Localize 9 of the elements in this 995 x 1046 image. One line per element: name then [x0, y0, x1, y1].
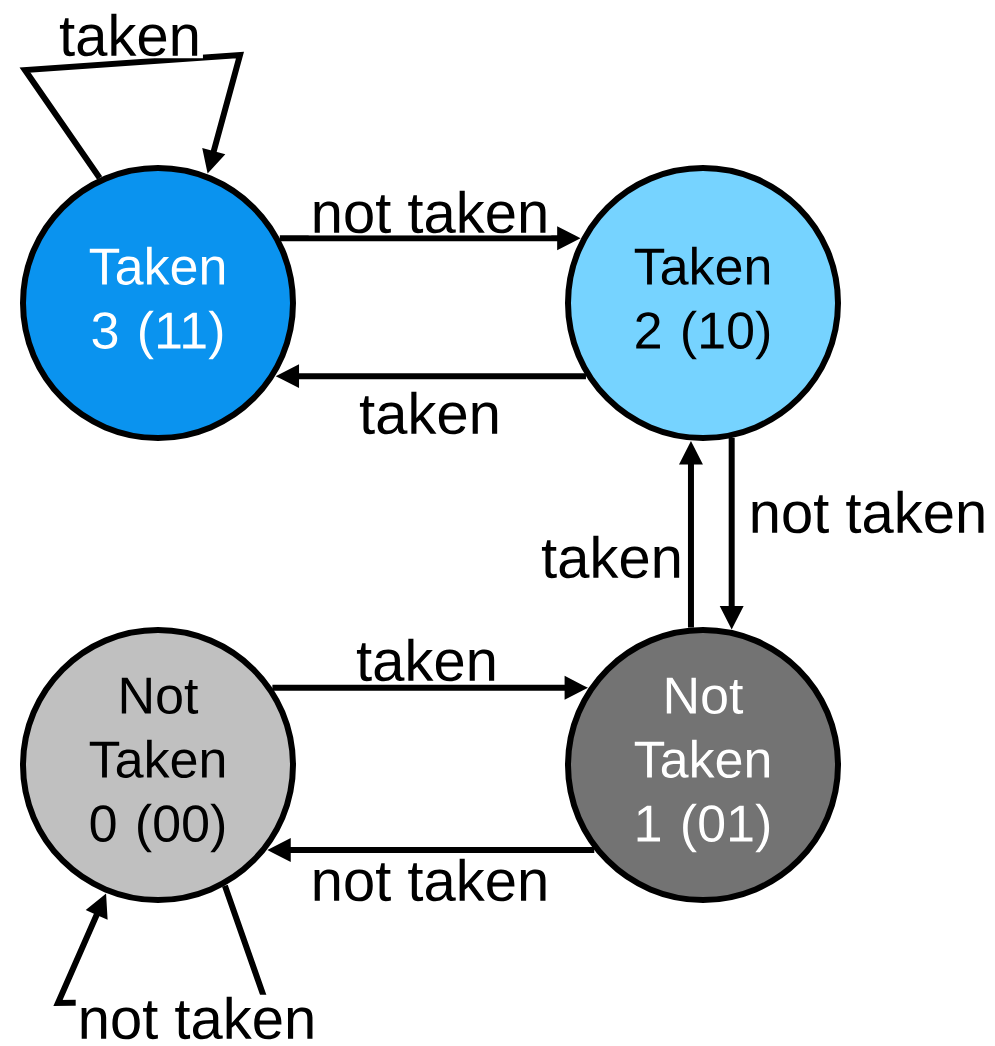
edge-label: taken: [57, 11, 203, 59]
edge-label: not taken: [75, 994, 319, 1042]
edge-label: taken: [354, 636, 500, 684]
edge-label: not taken: [746, 488, 990, 536]
edge-label: taken: [357, 389, 503, 437]
arrow: [19, 51, 244, 180]
edge-label: not taken: [308, 856, 552, 904]
edge-label: taken: [539, 533, 685, 581]
edge-label: not taken: [308, 188, 552, 236]
